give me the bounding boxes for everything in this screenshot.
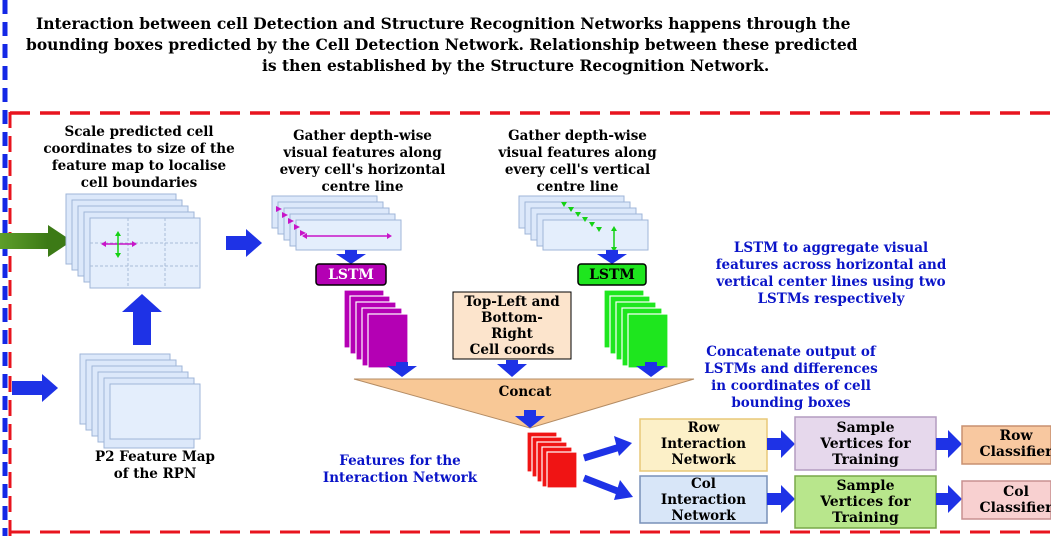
col-sample-line-3: Training: [832, 510, 899, 526]
cell-coords-line-4: Cell coords: [469, 342, 555, 358]
col-classifier-line-1: Col: [1003, 484, 1029, 500]
scaled-feature-map-stack: [65, 193, 201, 289]
row-sample-line-1: Sample: [836, 420, 895, 436]
intro-text: Interaction between cell Detection and S…: [0, 14, 1051, 84]
arrow-col-interaction-to-sample: [767, 485, 795, 513]
col-classifier-line-2: Classifier: [979, 500, 1051, 516]
cell-coords-box: [452, 291, 572, 360]
col-sample-box: [794, 475, 937, 529]
gather-vertical-line-4: centre line: [536, 179, 619, 195]
concat-note: Concatenate output of LSTMs and differen…: [676, 344, 906, 412]
concat-funnel: [353, 378, 695, 429]
gather-vertical-label: Gather depth-wise visual features along …: [475, 128, 680, 196]
p2-feature-map-stack: [79, 353, 201, 449]
right-lstm-label: LSTM: [589, 267, 635, 283]
row-interaction-line-2: Interaction: [660, 436, 747, 452]
gather-horizontal-line-2: visual features along: [283, 145, 442, 161]
col-sample-line-1: Sample: [836, 478, 895, 494]
lstm-note-line-4: LSTMs respectively: [757, 291, 905, 307]
left-lstm-label: LSTM: [328, 267, 374, 283]
arrow-scale-to-horizontal: [226, 229, 262, 257]
row-classifier-line-1: Row: [999, 428, 1033, 444]
green-input-arrow: [0, 225, 72, 257]
gather-vertical-line-3: every cell's vertical: [504, 162, 651, 178]
gather-horizontal-line-4: centre line: [321, 179, 404, 195]
gather-vertical-line-1: Gather depth-wise: [508, 128, 647, 144]
gather-horizontal-line-3: every cell's horizontal: [279, 162, 446, 178]
scale-step-line-4: cell boundaries: [80, 175, 198, 191]
intro-line-1: Interaction between cell Detection and S…: [36, 14, 851, 33]
p2-label-line-2: of the RPN: [113, 466, 197, 482]
lstm-note: LSTM to aggregate visual features across…: [676, 240, 986, 308]
lstm-note-line-1: LSTM to aggregate visual: [733, 240, 929, 256]
left-lstm-box: [315, 263, 387, 286]
col-sample-line-2: Vertices for: [820, 494, 911, 510]
scale-step-line-1: Scale predicted cell: [64, 124, 214, 140]
row-interaction-label: Row Interaction Network: [640, 420, 767, 468]
cell-coords-line-1: Top-Left and: [464, 294, 560, 310]
left-lstm-output-stack: [343, 289, 409, 369]
row-sample-line-2: Vertices for: [820, 436, 911, 452]
scale-step-line-2: coordinates to size of the: [43, 141, 235, 157]
concat-note-line-1: Concatenate output of: [706, 344, 876, 360]
row-classifier-label: Row Classifier: [966, 428, 1051, 460]
arrow-to-right-lstm: [597, 250, 627, 264]
row-sample-box: [794, 416, 937, 471]
row-interaction-line-3: Network: [671, 452, 736, 468]
vertical-gather-stack: [518, 195, 649, 252]
arrow-p2-up: [122, 294, 162, 345]
col-interaction-line-2: Interaction: [660, 492, 747, 508]
concat-label: Concat: [498, 384, 552, 400]
features-note: Features for the Interaction Network: [300, 453, 500, 487]
features-note-line-1: Features for the: [339, 453, 461, 469]
intro-line-3: is then established by the Structure Rec…: [262, 56, 770, 75]
arrow-coords-to-concat: [497, 360, 527, 377]
arrow-row-interaction-to-sample: [767, 430, 795, 458]
p2-label-line-1: P2 Feature Map: [94, 449, 215, 465]
arrow-right-lstm-to-concat: [636, 362, 666, 377]
gather-vertical-line-2: visual features along: [498, 145, 657, 161]
arrow-concat-to-features: [515, 410, 545, 428]
gather-horizontal-label: Gather depth-wise visual features along …: [255, 128, 470, 196]
col-interaction-box: [639, 475, 768, 524]
col-classifier-label: Col Classifier: [966, 484, 1051, 516]
arrow-row-sample-to-classifier: [936, 430, 962, 458]
row-interaction-line-1: Row: [687, 420, 720, 436]
cell-coords-line-2: Bottom-: [481, 310, 543, 326]
col-interaction-line-1: Col: [691, 476, 716, 492]
concat-note-line-2: LSTMs and differences: [704, 361, 878, 377]
interaction-features-stack: [526, 431, 578, 489]
horizontal-gather-stack: [271, 195, 402, 251]
col-classifier-box: [961, 480, 1051, 520]
concat-note-line-3: in coordinates of cell: [711, 378, 871, 394]
col-interaction-label: Col Interaction Network: [640, 476, 767, 524]
lstm-note-line-2: features across horizontal and: [715, 257, 947, 273]
scale-step-label: Scale predicted cell coordinates to size…: [28, 124, 250, 192]
col-interaction-line-3: Network: [671, 508, 736, 524]
arrow-col-sample-to-classifier: [936, 485, 962, 513]
lstm-note-line-3: vertical center lines using two: [716, 274, 946, 290]
arrow-to-left-lstm: [336, 250, 366, 264]
arrow-features-to-col: [582, 474, 633, 500]
right-lstm-box: [577, 263, 647, 286]
row-sample-label: Sample Vertices for Training: [795, 420, 936, 468]
arrow-features-to-row: [582, 436, 632, 462]
features-note-line-2: Interaction Network: [322, 470, 478, 486]
cell-coords-line-3: Right: [491, 326, 533, 342]
row-classifier-box: [961, 425, 1051, 465]
row-sample-line-3: Training: [832, 452, 899, 468]
right-lstm-output-stack: [603, 289, 669, 369]
cell-coords-label: Top-Left and Bottom- Right Cell coords: [453, 294, 571, 358]
intro-line-2: bounding boxes predicted by the Cell Det…: [26, 35, 858, 54]
gather-horizontal-line-1: Gather depth-wise: [293, 128, 432, 144]
arrow-left-lstm-to-concat: [387, 362, 417, 377]
concat-note-line-4: bounding boxes: [731, 395, 851, 411]
row-classifier-line-2: Classifier: [979, 444, 1051, 460]
arrow-into-p2: [12, 374, 58, 402]
p2-feature-map-label: P2 Feature Map of the RPN: [60, 449, 250, 483]
row-interaction-box: [639, 418, 768, 472]
scale-step-line-3: feature map to localise: [51, 158, 227, 174]
col-sample-label: Sample Vertices for Training: [795, 478, 936, 526]
